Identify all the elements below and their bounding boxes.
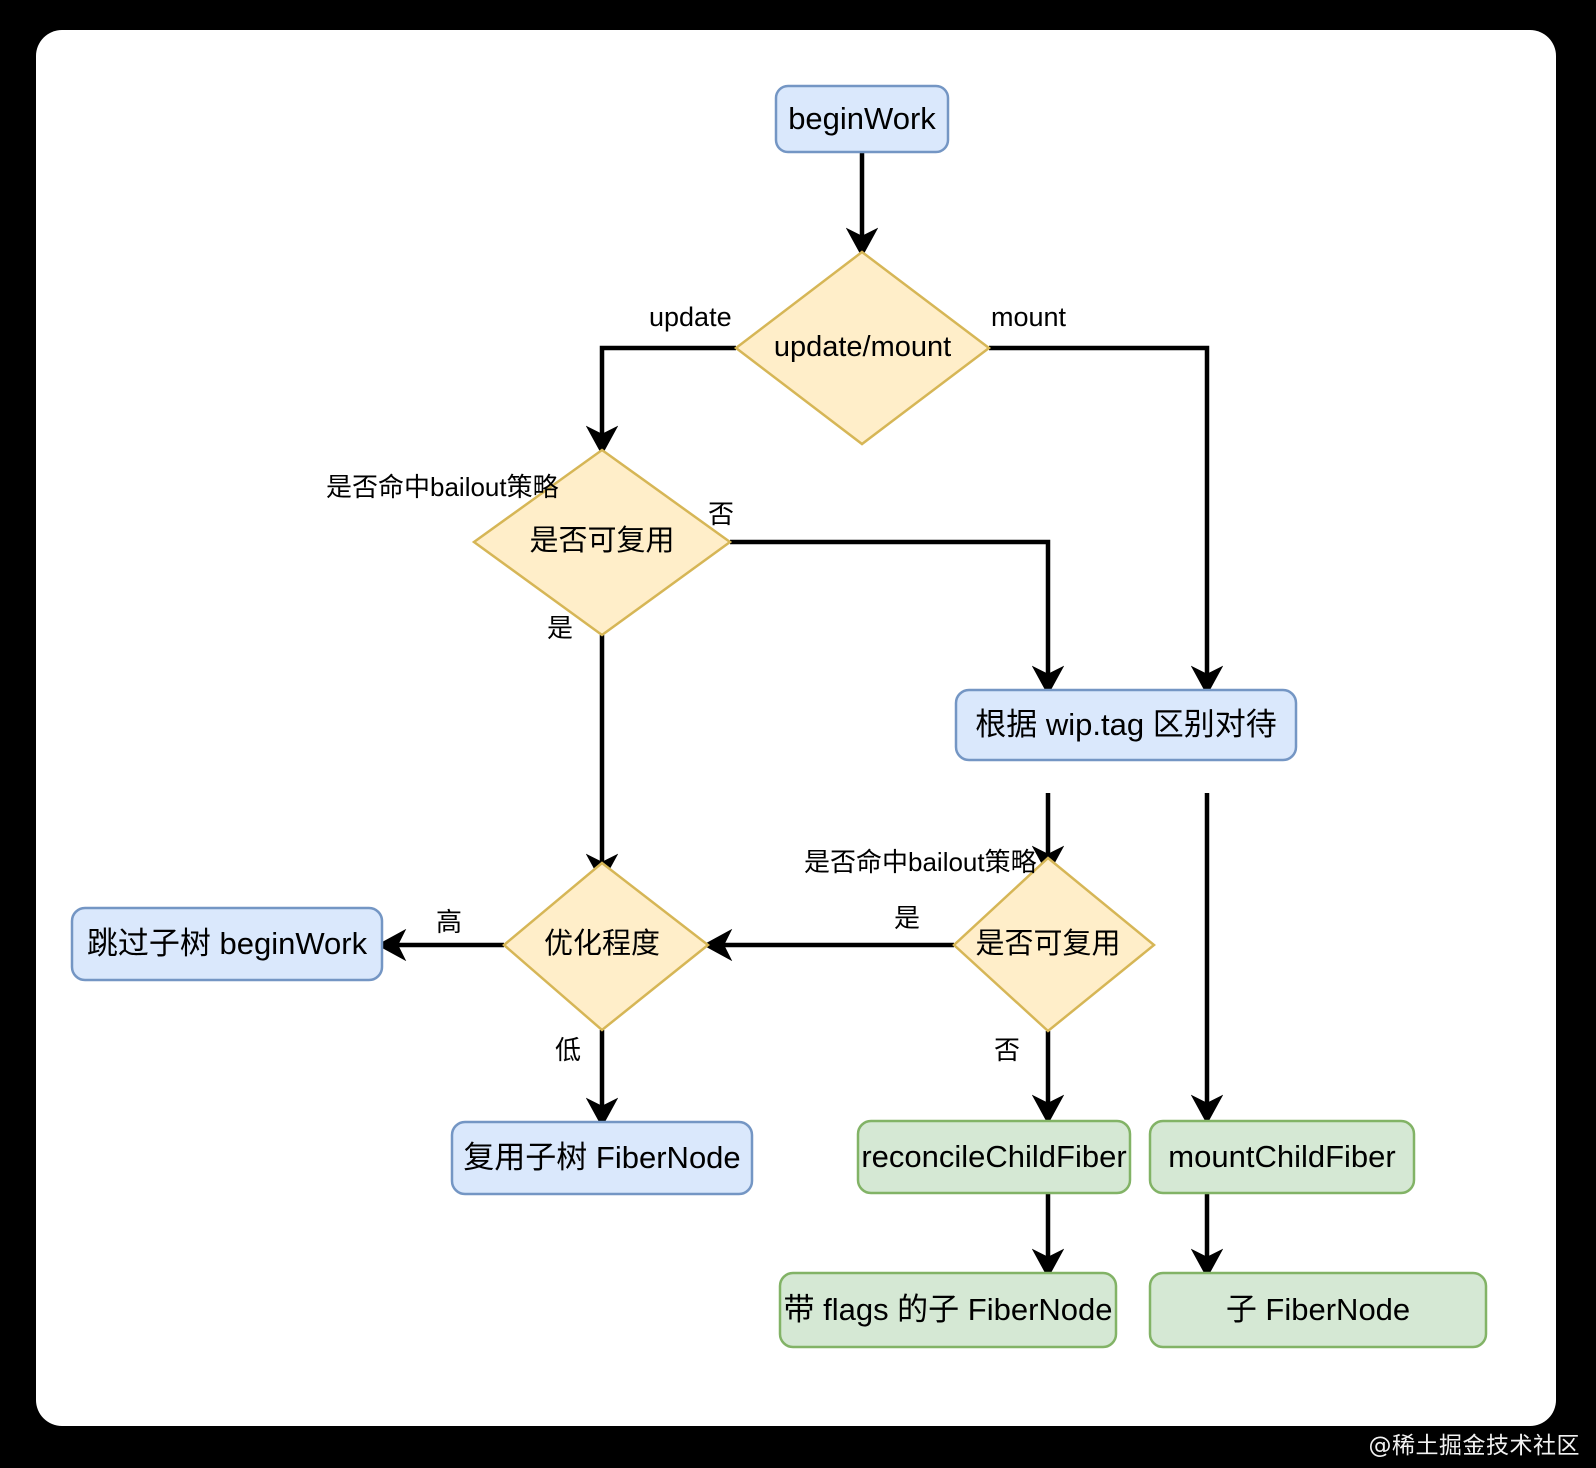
- edge-label-reusable-bottom-no: 否: [994, 1035, 1021, 1065]
- node-layer: [70, 84, 1488, 1349]
- edge-label-mount: mount: [991, 302, 1067, 332]
- node-reusable-bottom[interactable]: [952, 856, 1156, 1033]
- node-reusable-top[interactable]: [471, 448, 733, 637]
- edge-label-optimize-high: 高: [436, 907, 463, 937]
- node-reuse-subtree[interactable]: [450, 1120, 754, 1196]
- edge-reusabletop-to-wiptag: [730, 539, 1065, 696]
- annotation-bailout-note-bottom: 是否命中bailout策略: [804, 847, 1037, 877]
- node-beginwork[interactable]: [774, 84, 950, 154]
- node-skip-subtree[interactable]: [70, 906, 384, 982]
- node-flagged-fiber-node[interactable]: [778, 1271, 1118, 1349]
- diagram-canvas: beginWork update/mount 是否可复用 根据 wip.tag …: [36, 30, 1556, 1426]
- node-reconcile-child-fiber[interactable]: [856, 1119, 1132, 1195]
- node-child-fiber-node[interactable]: [1148, 1271, 1488, 1349]
- node-mount-child-fiber[interactable]: [1148, 1119, 1416, 1195]
- edge-label-reusable-top-no: 否: [708, 499, 735, 529]
- node-update-mount[interactable]: [733, 250, 992, 446]
- edge-updatemount-to-reusabletop: [585, 345, 736, 456]
- watermark-overlay: @稀土掘金技术社区: [1368, 1433, 1580, 1459]
- node-optimize-level[interactable]: [502, 861, 711, 1032]
- edge-label-update: update: [649, 302, 732, 332]
- node-wip-tag[interactable]: [954, 688, 1298, 762]
- edge-layer: [376, 152, 1224, 1279]
- edge-label-optimize-low: 低: [555, 1035, 582, 1065]
- flowchart-svg: [70, 84, 1488, 1349]
- edge-updatemount-to-wiptag: [989, 345, 1224, 696]
- edge-label-reusable-bottom-yes: 是: [894, 903, 921, 933]
- edge-label-reusable-top-yes: 是: [547, 613, 574, 643]
- annotation-bailout-note-top: 是否命中bailout策略: [326, 472, 559, 502]
